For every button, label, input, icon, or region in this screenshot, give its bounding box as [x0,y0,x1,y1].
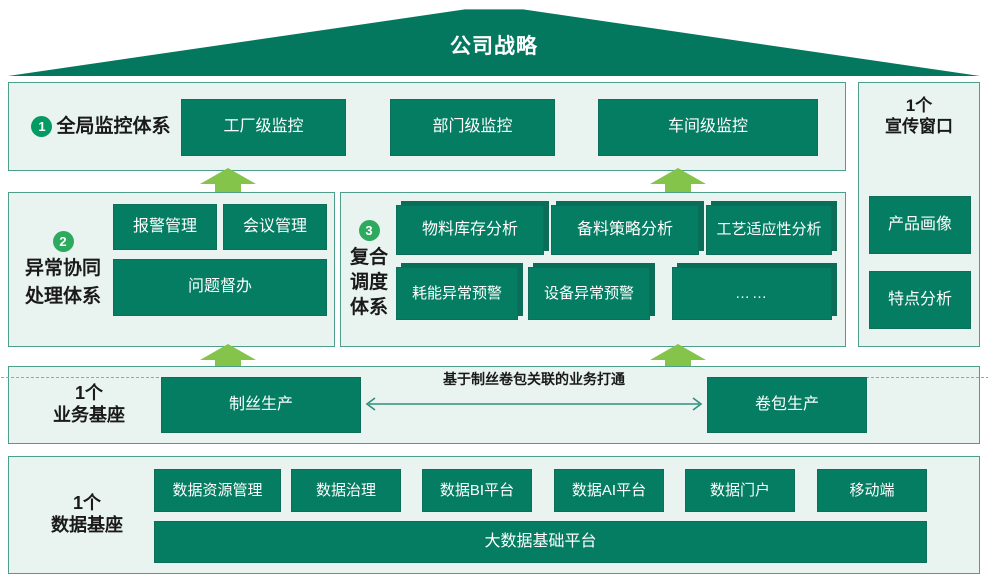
tier3-label-line3: 体系 [349,297,388,319]
box-more-ellipsis[interactable]: …… [672,267,832,320]
box-data-governance[interactable]: 数据治理 [291,469,401,512]
box-issue-supervision[interactable]: 问题督办 [113,259,327,316]
business-base-panel: 1个 业务基座 制丝生产 卷包生产 基于制丝卷包关联的业务打通 [1,366,988,444]
box-meeting-management[interactable]: 会议管理 [223,204,327,250]
uparrow-base-to-tier2 [200,344,256,375]
tier1-panel: 1 全局监控体系 工厂级监控 部门级监控 车间级监控 [8,82,846,171]
box-big-data-platform[interactable]: 大数据基础平台 [154,521,927,563]
tier2-panel: 2 异常协同 处理体系 报警管理 会议管理 问题督办 [8,192,335,347]
tier3-label: 3 复合 调度 体系 [343,193,395,346]
box-feature-analysis[interactable]: 特点分析 [869,271,971,329]
roof-title: 公司战略 [450,35,538,58]
business-base-title: 1个 业务基座 [19,367,159,443]
roof-banner: 公司战略 [8,8,980,76]
tier2-label-line1: 异常协同 [24,257,101,279]
data-base-panel: 1个 数据基座 数据资源管理 数据治理 数据BI平台 数据AI平台 数据门户 移… [8,456,980,574]
data-base-title-line1: 1个 [72,493,101,514]
tier3-label-line2: 调度 [349,271,388,293]
box-department-monitoring[interactable]: 部门级监控 [390,99,555,156]
tier3-panel: 3 复合 调度 体系 物料库存分析 备料策略分析 工艺适应性分析 耗能异常预警 … [340,192,846,347]
box-data-ai-platform[interactable]: 数据AI平台 [554,469,664,512]
box-data-portal[interactable]: 数据门户 [685,469,795,512]
sidebar-title: 1个 宣传窗口 [859,89,979,145]
box-mobile-terminal[interactable]: 移动端 [817,469,927,512]
box-silk-production[interactable]: 制丝生产 [161,377,361,433]
box-data-bi-platform[interactable]: 数据BI平台 [422,469,532,512]
uparrow-base-to-tier3 [650,344,706,375]
tier3-badge: 3 [358,219,380,241]
box-factory-monitoring[interactable]: 工厂级监控 [181,99,346,156]
box-alarm-management[interactable]: 报警管理 [113,204,217,250]
sidebar-title-line2: 宣传窗口 [885,117,953,136]
box-energy-anomaly-alert[interactable]: 耗能异常预警 [396,267,518,320]
sidebar-title-line1: 1个 [905,96,933,116]
tier2-label: 2 异常协同 处理体系 [13,193,113,346]
box-equipment-anomaly-alert[interactable]: 设备异常预警 [528,267,650,320]
tier2-label-line2: 处理体系 [24,286,101,307]
box-prep-strategy-analysis[interactable]: 备料策略分析 [551,205,699,255]
tier2-badge: 2 [52,230,74,252]
uparrow-tier3-to-tier1 [650,168,706,199]
tier1-label: 1 全局监控体系 [17,83,185,170]
uparrow-tier2-to-tier1 [200,168,256,199]
box-material-inventory-analysis[interactable]: 物料库存分析 [396,205,544,255]
box-workshop-monitoring[interactable]: 车间级监控 [598,99,818,156]
box-data-resource-management[interactable]: 数据资源管理 [154,469,281,512]
data-base-title: 1个 数据基座 [17,457,157,573]
business-base-title-line1: 1个 [74,383,103,404]
sidebar-panel: 1个 宣传窗口 产品画像 特点分析 [858,82,980,347]
data-base-title-line2: 数据基座 [51,515,123,535]
business-base-title-line2: 业务基座 [53,405,125,425]
tier1-badge: 1 [31,116,53,137]
box-product-profile[interactable]: 产品画像 [869,196,971,254]
business-double-arrow [361,397,707,416]
tier1-label-text: 全局监控体系 [56,115,171,137]
box-process-adaptability-analysis[interactable]: 工艺适应性分析 [706,205,832,255]
box-packaging-production[interactable]: 卷包生产 [707,377,867,433]
business-connector-label: 基于制丝卷包关联的业务打通 [361,369,707,389]
tier3-label-line1: 复合 [349,246,388,268]
